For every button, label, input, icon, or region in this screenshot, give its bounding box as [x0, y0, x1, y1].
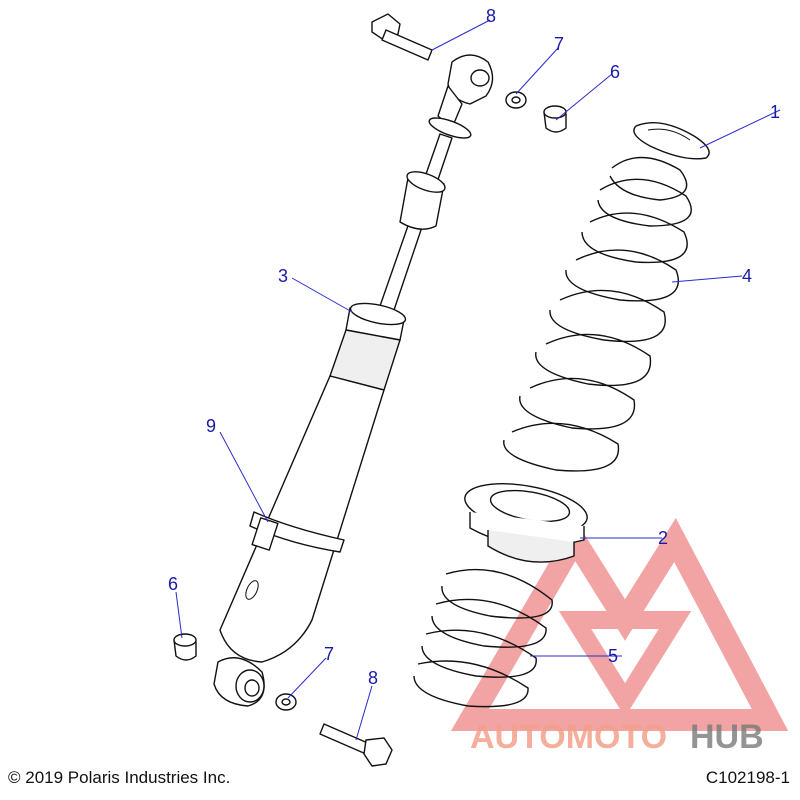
bump-stop [399, 171, 446, 230]
watermark-word-b: HUB [690, 718, 764, 756]
bolt-top [371, 13, 433, 61]
callout-9: 9 [206, 416, 216, 436]
watermark-logo [450, 517, 789, 731]
callout-2: 2 [658, 528, 668, 548]
callout-5: 5 [608, 646, 618, 666]
leader-lines [175, 19, 781, 741]
shock-lower-eye [213, 657, 265, 707]
callout-7-bottom: 7 [324, 644, 334, 664]
callouts: 1 2 3 4 5 6 6 7 7 8 8 9 [168, 6, 780, 688]
main-spring [503, 156, 692, 472]
watermark-word-a: AUTOMOTO [470, 718, 667, 756]
callout-6-top: 6 [610, 62, 620, 82]
callout-1: 1 [770, 102, 780, 122]
callout-8-bottom: 8 [368, 668, 378, 688]
clamp-ring [249, 511, 345, 553]
callout-6-bottom: 6 [168, 574, 178, 594]
spring-adapter [464, 483, 588, 563]
shock-upper-eye [428, 54, 494, 139]
shock-body [219, 302, 407, 663]
callout-3: 3 [278, 266, 288, 286]
bushing-top [543, 105, 567, 133]
callout-7-top: 7 [554, 34, 564, 54]
spring-retainer [633, 122, 710, 160]
diagram-code: C102198-1 [705, 768, 790, 787]
lower-spring [413, 568, 553, 708]
washer-bottom [275, 693, 297, 711]
watermark-text: AUTOMOTO HUB [470, 718, 764, 756]
callout-4: 4 [742, 266, 752, 286]
bolt-bottom [319, 723, 393, 767]
bushing-bottom [173, 633, 197, 661]
copyright-text: © 2019 Polaris Industries Inc. [8, 768, 231, 787]
callout-8-top: 8 [486, 6, 496, 26]
washer-top [505, 91, 527, 109]
